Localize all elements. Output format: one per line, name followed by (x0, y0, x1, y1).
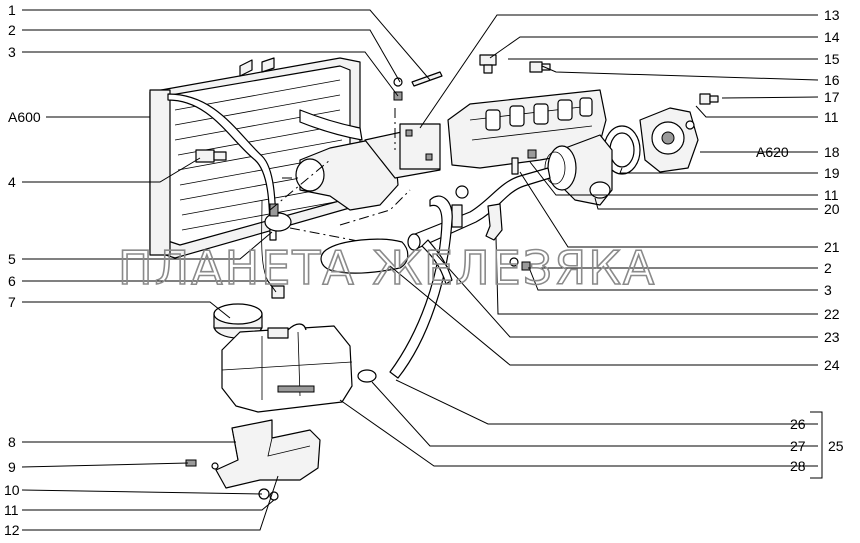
callout-19: 19 (824, 165, 840, 181)
callout-10: 10 (4, 482, 20, 498)
callout-11-right-b: 11 (824, 187, 839, 203)
callout-3-right: 3 (824, 282, 832, 298)
callout-9: 9 (8, 459, 16, 475)
thermostat-housing (295, 123, 441, 211)
pump-bolt (699, 93, 719, 105)
callouts-right: 13 14 15 16 17 11 A620 18 19 11 20 21 2 … (756, 7, 844, 474)
temperature-sensor (195, 149, 227, 163)
callout-14: 14 (824, 29, 840, 45)
callout-a620: A620 (756, 144, 789, 160)
clamp-27 (357, 369, 377, 383)
callout-22: 22 (824, 306, 840, 322)
coolant-sensor (479, 54, 497, 74)
callout-4: 4 (8, 174, 16, 190)
expansion-tank (221, 323, 353, 413)
callout-23: 23 (824, 329, 840, 345)
callout-26: 26 (790, 416, 806, 432)
callout-a600: A600 (8, 109, 41, 125)
lower-hose (389, 195, 453, 379)
callout-7: 7 (8, 294, 16, 310)
callout-20: 20 (824, 201, 840, 217)
callout-11-right-a: 11 (824, 109, 839, 125)
callout-27: 27 (790, 438, 806, 454)
radiator-upper-hose (167, 93, 277, 241)
callout-21: 21 (824, 239, 840, 255)
watermark: ПЛАНЕТА ЖЕЛЕЗЯКА (118, 241, 656, 295)
callout-13: 13 (824, 7, 840, 23)
hose-24 (320, 238, 409, 274)
callout-11-left: 11 (4, 502, 19, 518)
callout-15: 15 (824, 51, 840, 67)
callout-2-right: 2 (824, 260, 832, 276)
callout-6: 6 (8, 273, 16, 289)
callout-1: 1 (8, 2, 16, 18)
bolt (529, 61, 551, 73)
tank-bracket (211, 419, 321, 489)
callout-18: 18 (824, 144, 840, 160)
callout-28: 28 (790, 458, 806, 474)
water-pump (603, 107, 699, 175)
callout-8: 8 (8, 434, 16, 450)
callout-17: 17 (824, 89, 840, 105)
callout-24: 24 (824, 357, 840, 373)
callouts-left: 1 2 3 A600 4 5 6 7 8 9 10 11 12 (4, 2, 41, 538)
callout-25: 25 (828, 438, 844, 454)
leader-lines (21, 9, 823, 531)
callout-3: 3 (8, 44, 16, 60)
coolant-pipe (409, 167, 551, 249)
drain-plug (271, 285, 285, 299)
callout-5: 5 (8, 251, 16, 267)
callout-12: 12 (4, 522, 20, 538)
callout-16: 16 (824, 72, 840, 88)
callout-2: 2 (8, 22, 16, 38)
